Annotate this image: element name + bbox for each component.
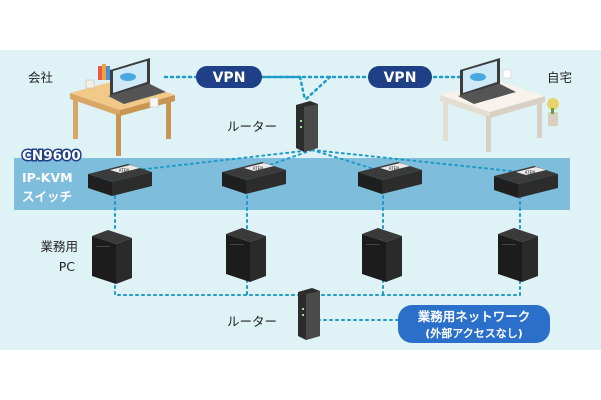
business-pc-1 [92, 230, 132, 284]
office-workstation-icon [70, 58, 175, 156]
network-label-line1: 業務用ネットワーク [417, 309, 531, 324]
business-pc-2 [226, 228, 266, 282]
vpn-right-pill: VPN [368, 66, 432, 88]
vpn-left-pill: VPN [196, 66, 262, 88]
kvm-switch-2-brand: ATEN [253, 166, 263, 171]
home-label: 自宅 [547, 70, 572, 85]
switch-label-line1: IP-KVM [22, 170, 73, 185]
vpn-right-label: VPN [384, 70, 417, 86]
kvm-switch-3-brand: ATEN [389, 166, 399, 171]
business-network-badge: 業務用ネットワーク (外部アクセスなし) [398, 305, 550, 343]
switch-label-line2: スイッチ [22, 189, 72, 204]
home-workstation-icon [440, 58, 559, 152]
kvm-switch-1-brand: ATEN [119, 168, 129, 173]
kvm-switch-4-brand: ATEN [525, 170, 535, 175]
vpn-left-label: VPN [213, 70, 246, 86]
network-label-line2: (外部アクセスなし) [425, 326, 523, 340]
kvm-to-pc-links [114, 195, 521, 233]
kvm-switch-2: ATEN [222, 162, 286, 194]
router-bottom-icon [298, 288, 320, 340]
business-pc-3 [362, 228, 402, 282]
model-name-label: CN9600 [22, 148, 81, 164]
router-bottom-label: ルーター [227, 314, 277, 329]
pc-label-line1: 業務用 [40, 239, 78, 254]
kvm-switch-1: ATEN [88, 164, 152, 196]
office-label: 会社 [28, 70, 53, 85]
pc-label-line2: PC [59, 259, 76, 274]
router-top-label: ルーター [227, 119, 277, 134]
router-top-icon [296, 101, 318, 152]
kvm-switch-4: ATEN [494, 166, 558, 198]
kvm-switch-3: ATEN [358, 162, 422, 194]
business-pc-4 [498, 228, 538, 282]
